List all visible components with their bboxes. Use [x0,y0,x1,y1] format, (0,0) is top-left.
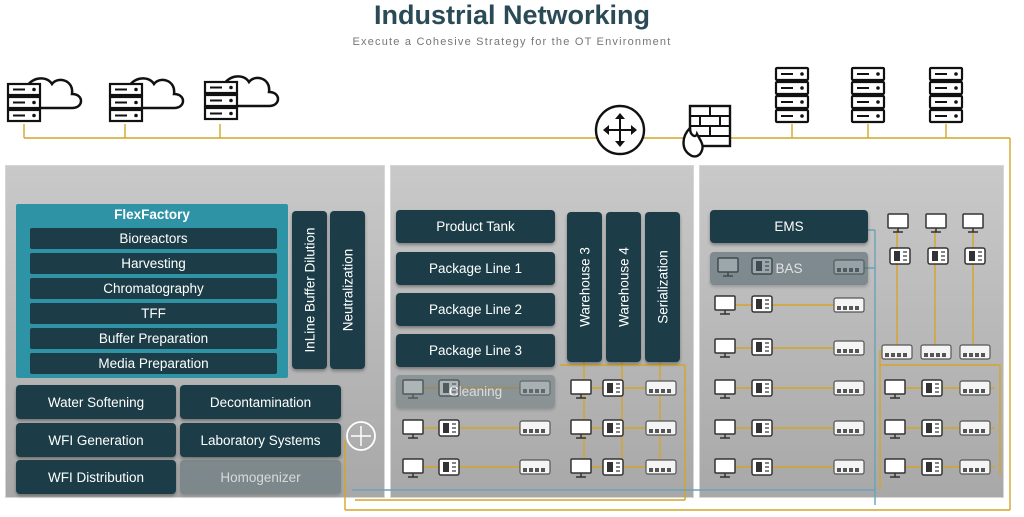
server-rack-icon-2 [850,66,886,124]
ff-item-harvesting: Harvesting [30,253,277,274]
router-icon [594,104,646,156]
homogenizer-box: Homogenizer [180,460,341,494]
warehouse-3-box: Warehouse 3 [567,212,602,362]
server-rack-icon-1 [774,66,810,124]
water-softening-box: Water Softening [16,385,176,419]
laboratory-systems-box: Laboratory Systems [180,423,341,457]
bas-box: BAS [710,252,868,285]
serialization-box: Serialization [645,212,680,362]
warehouse-4-box: Warehouse 4 [606,212,641,362]
neutralization-box: Neutralization [330,211,365,369]
decontamination-box: Decontamination [180,385,341,419]
firewall-icon [682,104,732,158]
wfi-generation-box: WFI Generation [16,423,176,457]
ems-box: EMS [710,210,868,243]
ff-item-buffer-preparation: Buffer Preparation [30,328,277,349]
warehouse-4-label: Warehouse 4 [616,247,631,327]
cloud-server-icon-1 [6,77,83,123]
serialization-label: Serialization [655,250,670,324]
ff-item-media-preparation: Media Preparation [30,353,277,374]
page-subtitle: Execute a Cohesive Strategy for the OT E… [352,36,672,48]
cleaning-box: Cleaning [396,375,555,408]
page-title: Industrial Networking [373,0,651,30]
cloud-server-icon-3 [203,75,280,121]
package-line-2-box: Package Line 2 [396,293,555,326]
ff-item-tff: TFF [30,303,277,324]
neutralization-label: Neutralization [340,248,355,332]
router-icon-small [346,421,376,451]
cloud-server-icon-2 [108,77,185,123]
ff-item-chromatography: Chromatography [30,278,277,299]
ff-item-bioreactors: Bioreactors [30,228,277,249]
warehouse-3-label: Warehouse 3 [577,247,592,327]
package-line-3-box: Package Line 3 [396,334,555,367]
product-tank-box: Product Tank [396,210,555,243]
inline-buffer-dilution-box: InLine Buffer Dilution [292,211,327,369]
wfi-distribution-box: WFI Distribution [16,460,176,494]
package-line-1-box: Package Line 1 [396,252,555,285]
server-rack-icon-3 [928,66,964,124]
flexfactory-title: FlexFactory [114,207,190,222]
inline-buffer-dilution-label: InLine Buffer Dilution [302,227,317,353]
